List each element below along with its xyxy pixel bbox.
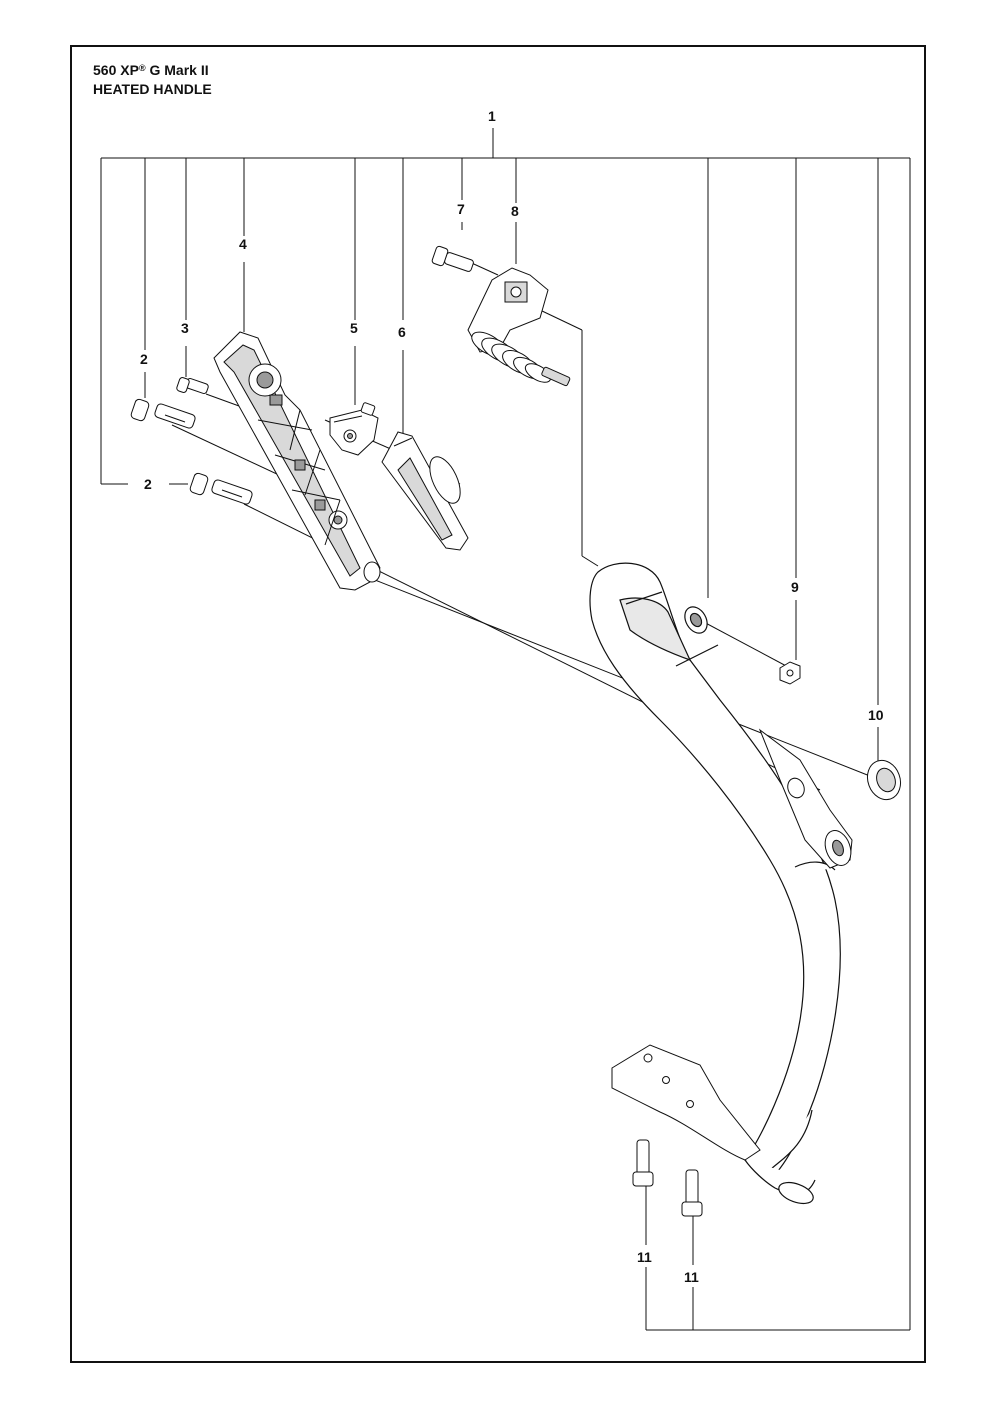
title-block: 560 XP® G Mark II HEATED HANDLE bbox=[93, 59, 212, 99]
cam-knob-icon bbox=[329, 402, 379, 456]
callout-2-lower: 2 bbox=[144, 476, 152, 492]
handle-mount-tab-icon bbox=[611, 1044, 761, 1161]
heating-element-icon bbox=[381, 431, 469, 551]
callout-11-left: 11 bbox=[637, 1249, 652, 1265]
bolt-icon bbox=[431, 245, 474, 272]
model-prefix: 560 XP bbox=[93, 62, 139, 78]
callout-7: 7 bbox=[457, 201, 465, 217]
registered-mark: ® bbox=[138, 63, 146, 73]
screw-icon bbox=[130, 398, 196, 429]
callout-10: 10 bbox=[868, 707, 884, 723]
callout-6: 6 bbox=[398, 324, 406, 340]
callout-labels: 1 2 2 3 4 5 6 7 8 9 10 11 11 bbox=[140, 108, 884, 1285]
handle-bracket-icon bbox=[213, 331, 381, 591]
callout-1: 1 bbox=[488, 108, 496, 124]
drawing-frame bbox=[70, 45, 926, 1363]
callout-11-right: 11 bbox=[684, 1269, 699, 1285]
assembly-bracket bbox=[100, 128, 911, 1331]
callout-3: 3 bbox=[181, 320, 189, 336]
screw-icon bbox=[176, 377, 209, 394]
callout-8: 8 bbox=[511, 203, 519, 219]
bushing-icon bbox=[866, 759, 902, 801]
model-name: 560 XP® G Mark II bbox=[93, 59, 212, 80]
screw-icon bbox=[632, 1139, 654, 1187]
callout-5: 5 bbox=[350, 320, 358, 336]
spring-mount-icon bbox=[467, 267, 571, 387]
callout-2-upper: 2 bbox=[140, 351, 148, 367]
nut-icon bbox=[779, 661, 801, 685]
section-title: HEATED HANDLE bbox=[93, 81, 212, 97]
callout-4: 4 bbox=[239, 236, 247, 252]
callout-9: 9 bbox=[791, 579, 799, 595]
spring-coils bbox=[471, 331, 552, 383]
model-suffix: G Mark II bbox=[145, 62, 209, 78]
screw-icon bbox=[681, 1169, 703, 1217]
side-bracket-icon bbox=[758, 728, 853, 869]
handle-tube-icon bbox=[589, 562, 841, 1205]
screw-icon bbox=[189, 472, 253, 505]
